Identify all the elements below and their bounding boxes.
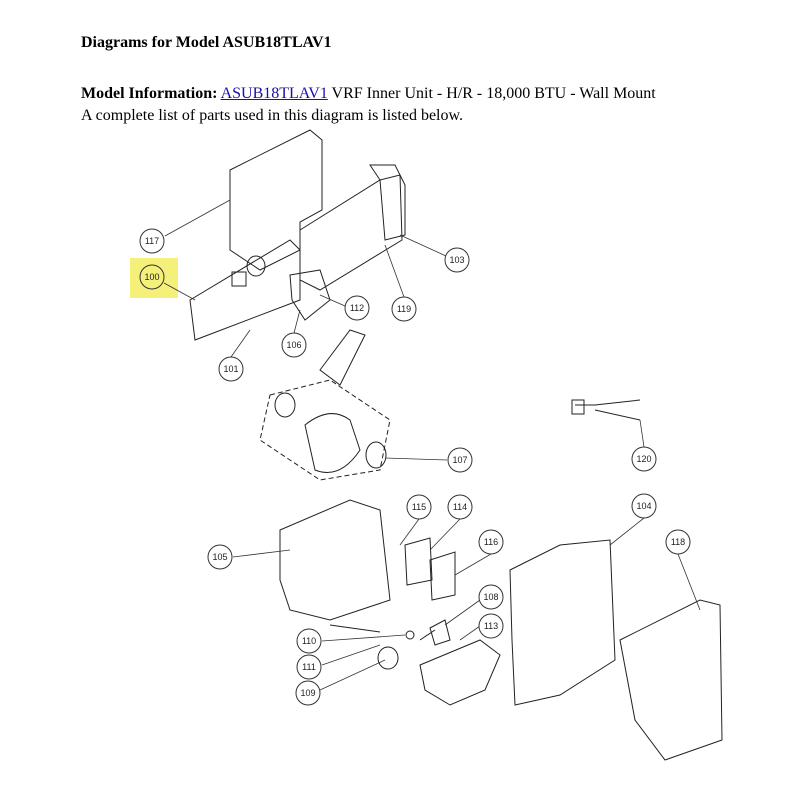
svg-text:100: 100	[144, 272, 159, 282]
svg-text:118: 118	[671, 537, 685, 547]
callout-106[interactable]: 106	[281, 332, 307, 358]
svg-text:106: 106	[286, 340, 301, 350]
svg-text:104: 104	[636, 501, 651, 511]
callout-109[interactable]: 109	[295, 680, 321, 706]
svg-text:101: 101	[223, 364, 238, 374]
callout-114[interactable]: 114	[447, 494, 473, 520]
model-link[interactable]: ASUB18TLAV1	[220, 85, 328, 102]
callout-112[interactable]: 112	[344, 295, 370, 321]
svg-text:120: 120	[636, 454, 651, 464]
svg-text:108: 108	[483, 592, 498, 602]
svg-text:107: 107	[452, 455, 467, 465]
callout-108[interactable]: 108	[478, 584, 504, 610]
callout-119[interactable]: 119	[391, 296, 417, 322]
callout-118[interactable]: 118	[665, 529, 691, 555]
callout-116[interactable]: 116	[478, 529, 504, 555]
svg-text:110: 110	[302, 636, 316, 646]
callout-120[interactable]: 120	[631, 446, 657, 472]
svg-text:115: 115	[412, 502, 426, 512]
svg-text:112: 112	[350, 303, 364, 313]
callout-117[interactable]: 117	[139, 228, 165, 254]
svg-text:119: 119	[397, 304, 411, 314]
svg-text:116: 116	[484, 537, 498, 547]
callout-115[interactable]: 115	[406, 494, 432, 520]
callout-105[interactable]: 105	[207, 544, 233, 570]
model-description: VRF Inner Unit - H/R - 18,000 BTU - Wall…	[327, 85, 656, 102]
model-info-label: Model Information:	[81, 85, 218, 102]
svg-text:117: 117	[145, 236, 159, 246]
leader-lines	[163, 199, 701, 691]
svg-text:103: 103	[449, 255, 464, 265]
callout-100[interactable]: 100	[139, 264, 165, 290]
parts-note: A complete list of parts used in this di…	[81, 107, 464, 124]
callout-101[interactable]: 101	[218, 356, 244, 382]
svg-text:113: 113	[484, 621, 498, 631]
page-title: Diagrams for Model ASUB18TLAV1	[81, 34, 332, 51]
svg-text:105: 105	[212, 552, 227, 562]
svg-text:109: 109	[300, 688, 315, 698]
callout-104[interactable]: 104	[631, 493, 657, 519]
callout-107[interactable]: 107	[447, 447, 473, 473]
callout-103[interactable]: 103	[444, 247, 470, 273]
svg-text:114: 114	[453, 502, 467, 512]
model-information: Model Information: ASUB18TLAV1 VRF Inner…	[81, 83, 656, 127]
callout-113[interactable]: 113	[478, 613, 504, 639]
callout-111[interactable]: 111	[296, 654, 322, 680]
callout-110[interactable]: 110	[296, 628, 322, 654]
svg-text:111: 111	[302, 662, 316, 672]
part-sketches	[189, 129, 723, 761]
